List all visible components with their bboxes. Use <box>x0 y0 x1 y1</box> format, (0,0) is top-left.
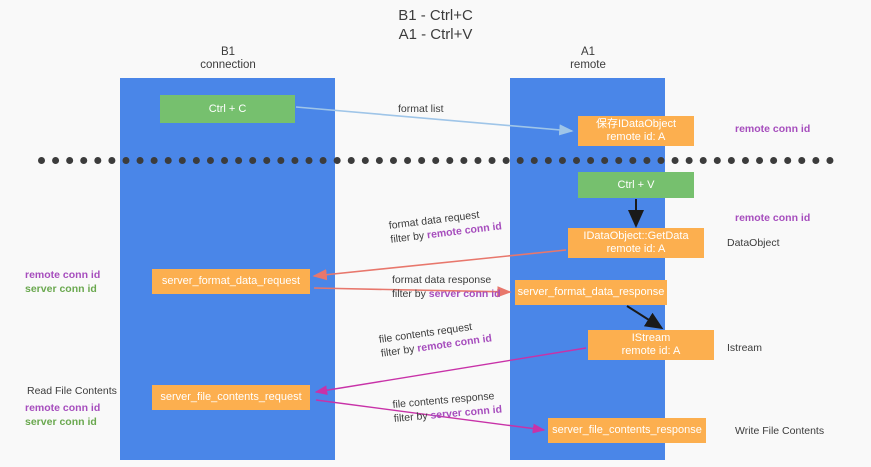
label-format-data-response: format data response <box>392 274 492 286</box>
label-left-server-conn-id-2: server conn id <box>25 416 97 428</box>
divider-dashed-line <box>38 157 834 164</box>
filter-key-server-conn-id: server conn id <box>428 288 501 300</box>
arrow-response-to-istream <box>626 305 664 330</box>
arrow-format-list <box>295 106 574 136</box>
node-server-format-data-request[interactable]: server_format_data_request <box>152 269 310 294</box>
arrow-format-data-response <box>313 286 512 298</box>
node-server-file-contents-response[interactable]: server_file_contents_response <box>548 418 706 443</box>
label-format-data-response-group: format data response filter by server co… <box>392 273 501 301</box>
diagram-title: B1 - Ctrl+C A1 - Ctrl+V <box>398 7 473 43</box>
filter-prefix: filter by <box>392 288 429 300</box>
node-ctrl-v[interactable]: Ctrl + V <box>578 172 694 198</box>
node-istream[interactable]: IStream remote id: A <box>588 330 714 360</box>
arrow-file-contents-response <box>315 399 546 434</box>
label-left-ids-file: remote conn id server conn id <box>25 401 100 429</box>
node-server-file-contents-request[interactable]: server_file_contents_request <box>152 385 310 410</box>
column-header-b1: B1 connection <box>200 46 256 71</box>
label-read-file-contents: Read File Contents <box>27 385 117 397</box>
column-header-a1: A1 remote <box>570 46 606 71</box>
arrow-file-contents-request <box>314 347 587 396</box>
label-left-remote-conn-id-1: remote conn id <box>25 269 101 281</box>
label-dataobject: DataObject <box>727 237 780 249</box>
arrow-format-data-request <box>312 249 567 281</box>
label-write-file-contents: Write File Contents <box>735 425 825 437</box>
label-format-list: format list <box>398 103 444 115</box>
node-idataobject-getdata[interactable]: IDataObject::GetData remote id: A <box>568 228 704 258</box>
label-left-remote-conn-id-2: remote conn id <box>25 402 101 414</box>
label-istream: Istream <box>727 342 763 354</box>
label-format-data-response-filter: filter by server conn id <box>392 287 501 301</box>
label-left-server-conn-id-1: server conn id <box>25 283 97 295</box>
label-remote-conn-id-mid: remote conn id <box>735 212 811 224</box>
node-server-format-data-response[interactable]: server_format_data_response <box>515 280 667 305</box>
node-save-idataobject[interactable]: 保存IDataObject remote id: A <box>578 116 694 146</box>
label-left-ids-format: remote conn id server conn id <box>25 268 100 296</box>
node-ctrl-c[interactable]: Ctrl + C <box>160 95 295 123</box>
label-remote-conn-id-top: remote conn id <box>735 123 811 135</box>
filter-prefix: filter by <box>393 409 431 425</box>
